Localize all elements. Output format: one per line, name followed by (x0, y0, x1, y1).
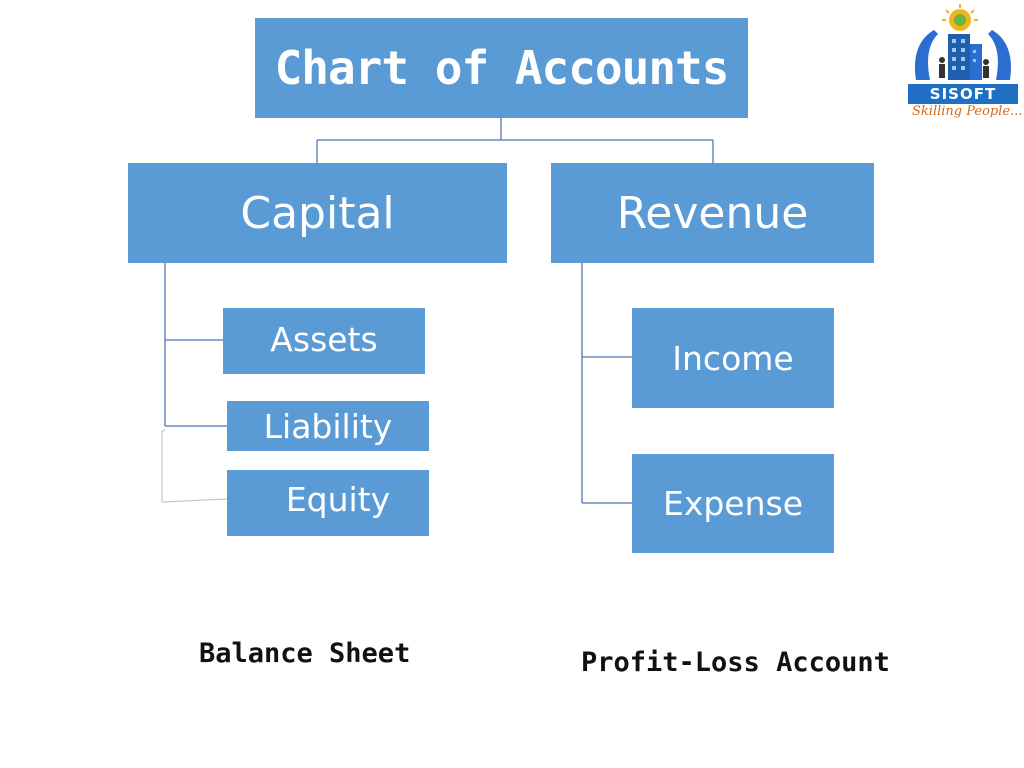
logo-tagline: Skilling People... (912, 104, 1023, 119)
expense-box: Expense (632, 454, 834, 553)
equity-label: Equity (285, 480, 391, 519)
sisoft-logo: SISOFT Skilling People... (908, 4, 1023, 124)
liability-label: Liability (263, 406, 393, 446)
capital-box: Capital (128, 163, 507, 263)
capital-label: Capital (240, 187, 395, 239)
logo-wordmark: SISOFT (908, 84, 1018, 104)
assets-label: Assets (270, 320, 378, 359)
income-box: Income (632, 308, 834, 408)
revenue-box: Revenue (551, 163, 874, 263)
revenue-label: Revenue (616, 187, 809, 239)
equity-box: Equity (227, 470, 429, 536)
balance-sheet-caption: Balance Sheet (199, 638, 411, 669)
assets-box: Assets (223, 308, 425, 374)
chart-title-box: Chart of Accounts (255, 18, 748, 118)
income-label: Income (672, 338, 794, 378)
profit-loss-caption: Profit-Loss Account (581, 647, 890, 678)
liability-box: Liability (227, 401, 429, 451)
chart-title: Chart of Accounts (274, 41, 730, 95)
logo-emblem-icon (914, 4, 1012, 80)
expense-label: Expense (662, 484, 804, 523)
